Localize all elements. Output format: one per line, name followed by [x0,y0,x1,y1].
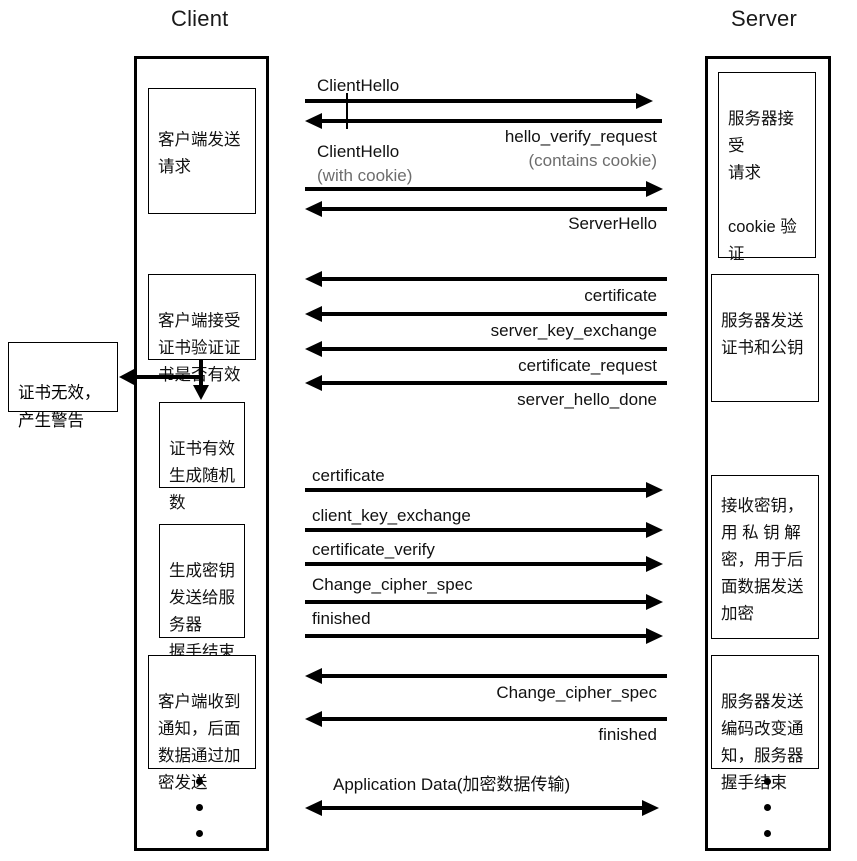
arrow-head-right-icon [646,521,663,538]
arrow-head-left-icon [305,270,322,287]
arrow-shaft [322,381,667,385]
client-note-notified-text: 客户端收到 通知，后面 数据通过加 密发送 [158,693,241,792]
arrow-head-right-icon [646,180,663,197]
arrow-head-right-icon [646,593,663,610]
arrow-shaft [322,717,667,721]
arrow-head-right-icon [646,627,663,644]
arrow-shaft [322,347,667,351]
arrow-shaft [305,528,649,532]
arrow-head-left-icon [305,667,322,684]
client-column-title: Client [171,6,229,31]
msg-application-data-label: Application Data(加密数据传输) [333,775,571,794]
client-note-send-request-text: 客户端发送 请求 [158,131,241,176]
arrow-head-left-icon [305,374,322,391]
arrow-head-right-icon [636,92,653,109]
arrow-shaft [322,674,667,678]
server-note-send-cert-text: 服务器发送 证书和公钥 [721,312,804,357]
msg-finished-c-label: finished [312,609,371,628]
arrow-head-left-icon [305,710,322,727]
arrow-shaft [305,488,649,492]
msg-change-cipher-s-label: Change_cipher_spec [496,683,657,702]
arrow-shaft [322,806,650,810]
msg-certificate-s-label: certificate [584,286,657,305]
msg-certificate-c-label: certificate [312,466,385,485]
arrow-shaft [305,187,649,191]
server-column-title: Server [731,6,797,31]
arrow-head-right-icon [646,555,663,572]
branch-arrow-shaft-down [199,360,203,388]
arrow-head-left-icon [305,340,322,357]
server-continuation-dots [749,778,785,837]
arrow-head-left-icon [305,799,322,816]
arrow-head-right-icon [646,481,663,498]
server-note-accept-request: 服务器接受 请求 cookie 验证 生成随机的 session ID [718,72,816,371]
client-note-send-request: 客户端发送 请求 [148,88,256,214]
client-note-notified: 客户端收到 通知，后面 数据通过加 密发送 [148,655,256,792]
arrow-head-right-icon [642,799,659,816]
arrow-shaft [305,634,649,638]
arrow-shaft [305,99,639,103]
arrow-shaft [305,600,649,604]
arrow-shaft [305,562,649,566]
msg-hello-verify-label: hello_verify_request [504,127,657,146]
msg-server-key-exchange-label: server_key_exchange [490,321,657,340]
msg-clienthello-1-label: ClientHello [317,76,400,95]
arrow-shaft [322,277,667,281]
msg-change-cipher-c-label: Change_cipher_spec [312,575,473,594]
msg-hello-verify-sublabel: (contains cookie) [528,151,657,170]
msg-certificate-verify-label: certificate_verify [312,540,435,559]
arrow-head-left-icon [305,305,322,322]
branch-arrow-head-left-icon [119,368,134,385]
arrow-shaft [322,119,662,123]
client-note-cert-valid: 证书有效 生成随机 数 [159,402,245,512]
arrow-head-left-icon [305,112,322,129]
server-note-decrypt-key-text: 接收密钥， 用 私 钥 解 密，用于后 面数据发送 加密 [721,496,804,623]
client-note-gen-key: 生成密钥 发送给服 务器 握手结束 [159,524,245,661]
msg-certificate-request-label: certificate_request [518,356,657,375]
msg-clienthello-cookie-sublabel: (with cookie) [317,166,413,185]
msg-server-hello-done-label: server_hello_done [517,390,657,409]
cert-invalid-warning-box: 证书无效， 产生警告 [8,342,118,430]
server-note-send-cert: 服务器发送 证书和公钥 [711,274,819,402]
msg-serverhello-label: ServerHello [568,214,657,233]
client-note-gen-key-text: 生成密钥 发送给服 务器 握手结束 [169,562,235,661]
client-continuation-dots [181,778,217,837]
msg-clienthello-cookie-label: ClientHello [317,142,400,161]
msg-client-key-exchange-label: client_key_exchange [312,506,471,525]
arrow-head-left-icon [305,200,322,217]
timeline-tick-mark [346,93,348,129]
arrow-shaft [322,312,667,316]
server-note-change-cipher-text: 服务器发送 编码改变通 知，服务器 握手结束 [721,693,804,792]
arrow-shaft [322,207,667,211]
server-note-change-cipher: 服务器发送 编码改变通 知，服务器 握手结束 [711,655,819,792]
branch-arrow-head-down-icon [193,385,209,400]
msg-finished-s-label: finished [598,725,657,744]
client-note-cert-valid-text: 证书有效 生成随机 数 [169,440,235,512]
server-note-decrypt-key: 接收密钥， 用 私 钥 解 密，用于后 面数据发送 加密 [711,475,819,639]
cert-invalid-warning-text: 证书无效， 产生警告 [18,384,101,430]
branch-arrow-shaft-left [134,375,201,379]
